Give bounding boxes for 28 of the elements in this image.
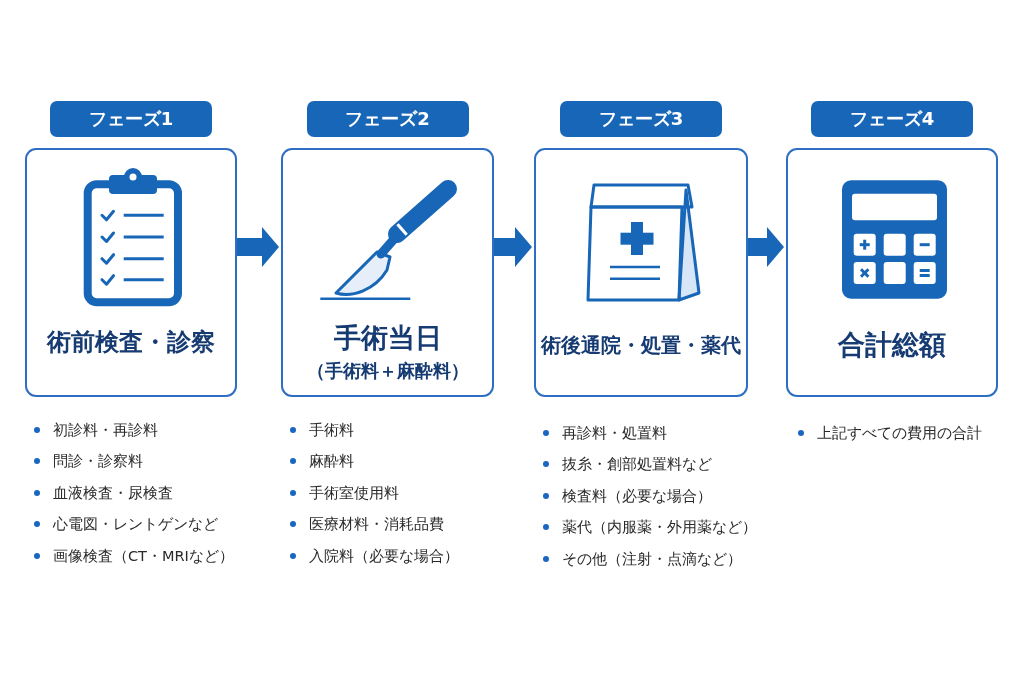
cost-item: 上記すべての費用の合計 xyxy=(817,423,982,442)
phase-title: 手術当日 xyxy=(333,322,442,355)
cost-item: その他（注射・点滴など） xyxy=(562,549,742,568)
arrow xyxy=(494,227,532,267)
cost-item: 画像検査（CT・MRIなど） xyxy=(53,546,234,565)
cost-item: 初診料・再診料 xyxy=(53,420,158,439)
cost-item: 手術料 xyxy=(309,420,354,439)
phase-title: 術後通院・処置・薬代 xyxy=(541,333,741,357)
cost-item: 医療材料・消耗品費 xyxy=(309,515,444,534)
arrow xyxy=(237,227,279,267)
phase-label: フェーズ4 xyxy=(811,101,973,137)
phase-label: フェーズ3 xyxy=(560,101,722,137)
phase-title: 術前検査・診察 xyxy=(47,328,215,357)
cost-item: 入院料（必要な場合） xyxy=(309,546,459,565)
cost-item: 問診・診察料 xyxy=(53,452,143,471)
phase-title: 合計総額 xyxy=(838,329,946,362)
phase-label: フェーズ2 xyxy=(306,101,469,137)
cost-item: 検査料（必要な場合） xyxy=(562,486,712,505)
cost-item: 心電図・レントゲンなど xyxy=(53,515,218,534)
phase-subtitle: （手術料＋麻酔料） xyxy=(306,360,469,382)
cost-item: 麻酔料 xyxy=(309,452,354,471)
phase-label: フェーズ1 xyxy=(50,101,212,137)
arrow xyxy=(748,227,784,267)
cost-item: 抜糸・創部処置料など xyxy=(562,455,712,474)
cost-item: 薬代（内服薬・外用薬など） xyxy=(562,518,757,537)
cost-item: 再診料・処置料 xyxy=(562,423,667,442)
cost-item: 血液検査・尿検査 xyxy=(53,483,173,502)
cost-item: 手術室使用料 xyxy=(309,483,399,502)
